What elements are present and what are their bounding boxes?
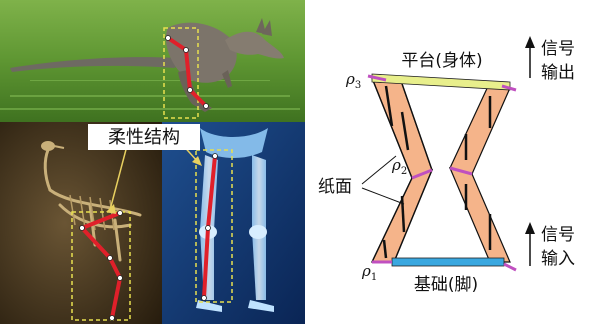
arrow-up-icon xyxy=(525,36,535,48)
right-upper-panel xyxy=(450,82,510,174)
rho3-label: ρ3 xyxy=(345,70,361,91)
platform-label: 平台(身体) xyxy=(401,51,482,71)
paper-label: 纸面 xyxy=(318,177,352,197)
photo-panel: 柔性结构 xyxy=(0,0,305,324)
signal-input-line2: 输入 xyxy=(541,249,575,269)
base xyxy=(372,258,516,270)
arrow-up-icon xyxy=(525,222,535,234)
signal-input: 信号 输入 xyxy=(525,222,575,269)
signal-output: 信号 输出 xyxy=(525,36,575,83)
left-upper-panel xyxy=(372,78,432,178)
rho1-label: ρ1 xyxy=(361,262,377,283)
human-leg-xray-photo xyxy=(162,122,305,324)
mechanism-diagram: 平台(身体) 基础(脚) ρ3 ρ2 ρ1 纸面 信号 输出 信号 输入 xyxy=(318,36,575,295)
right-lower-panel xyxy=(450,168,510,262)
kangaroo-photo xyxy=(0,0,305,122)
base-label: 基础(脚) xyxy=(414,275,478,295)
callout-label: 柔性结构 xyxy=(108,127,180,148)
signal-output-line2: 输出 xyxy=(541,63,575,83)
signal-output-line1: 信号 xyxy=(541,39,575,59)
right-leg xyxy=(450,82,510,262)
signal-input-line1: 信号 xyxy=(541,225,575,245)
bird-skeleton-photo xyxy=(0,122,162,324)
